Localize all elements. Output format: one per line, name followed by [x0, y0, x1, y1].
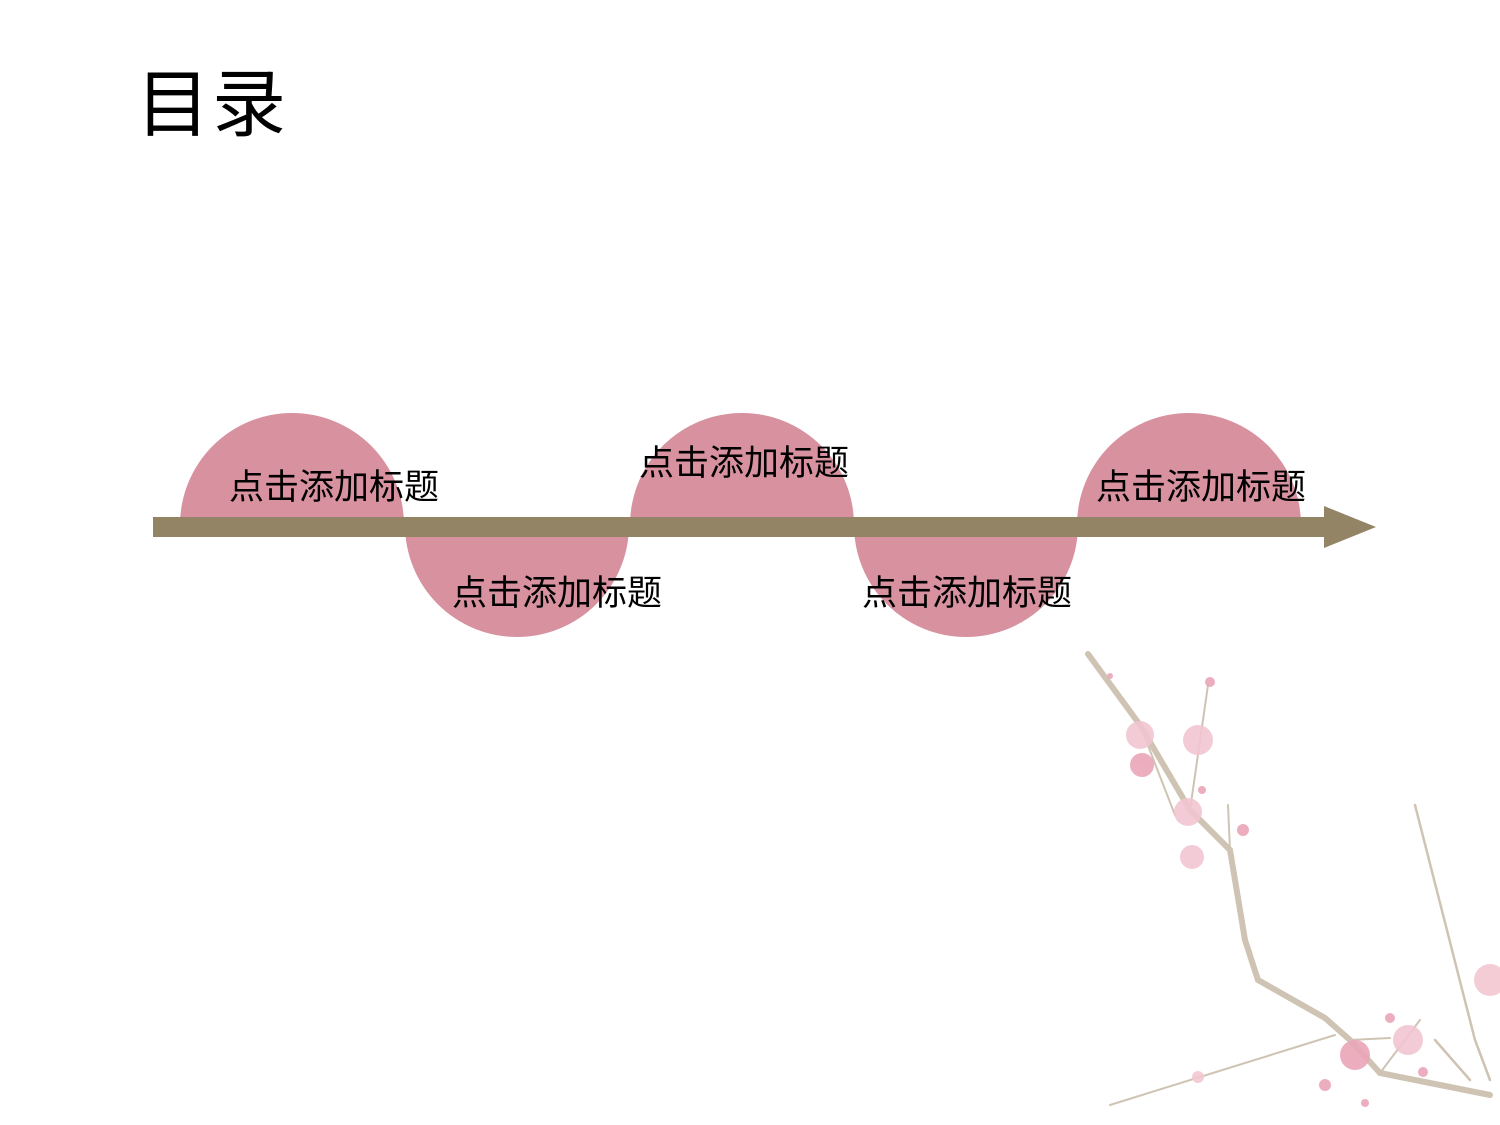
item-title-2[interactable]: 点击添加标题	[452, 574, 663, 614]
plum-blossom-branch-icon	[1085, 651, 1500, 1107]
arrow-right-icon	[1324, 506, 1376, 548]
item-title-4[interactable]: 点击添加标题	[862, 574, 1073, 614]
item-title-1[interactable]: 点击添加标题	[229, 468, 440, 508]
item-title-3[interactable]: 点击添加标题	[639, 444, 850, 484]
timeline-arrow-shaft	[153, 517, 1328, 537]
item-title-5[interactable]: 点击添加标题	[1096, 468, 1307, 508]
slide-title[interactable]: 目录	[136, 62, 288, 148]
